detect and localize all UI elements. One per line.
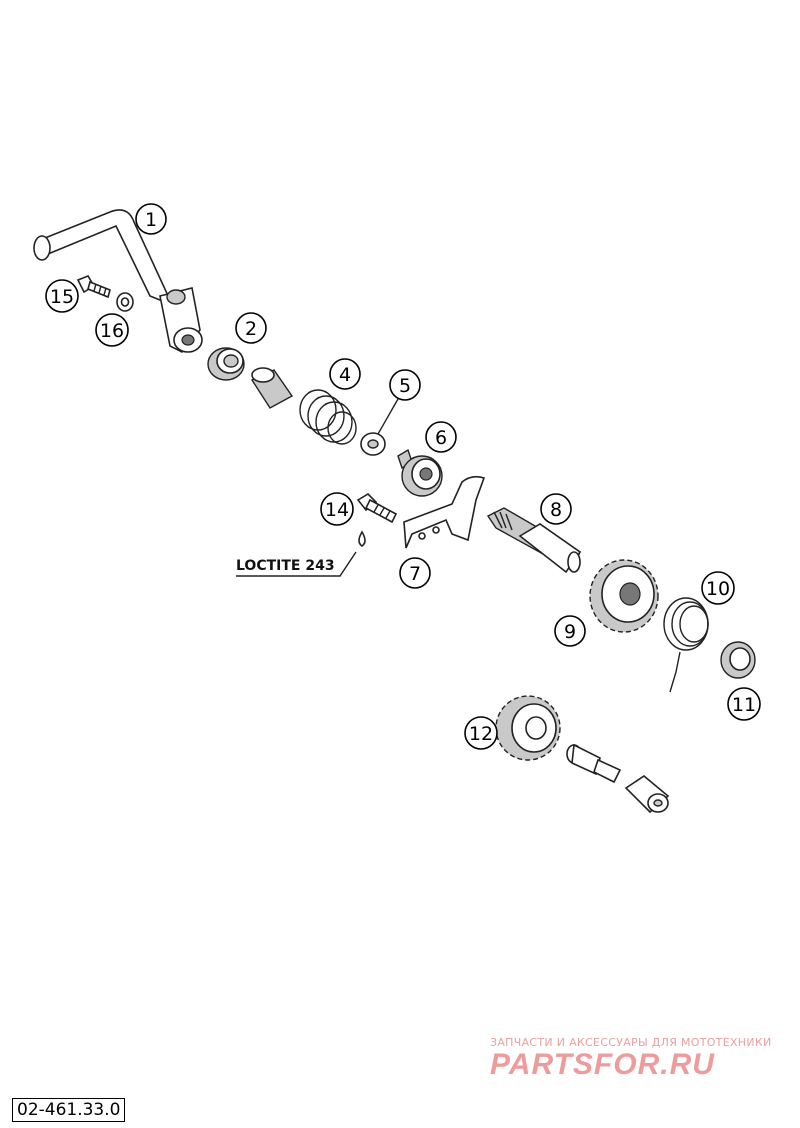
kick-lever-part [33, 209, 203, 354]
lock-washer-part-16 [116, 292, 134, 312]
callout-9-number: 9 [564, 621, 576, 643]
bushing-part [250, 367, 294, 409]
callout-7-number: 7 [409, 563, 421, 585]
callout-2-number: 2 [245, 318, 257, 340]
callout-15: 15 [45, 279, 79, 313]
callout-2: 2 [235, 312, 267, 344]
watermark-brand: PARTSFOR.RU [490, 1048, 715, 1081]
callout-4-number: 4 [339, 364, 351, 386]
callout-12-number: 12 [469, 723, 493, 745]
callout-1-number: 1 [145, 209, 157, 231]
guide-plate-part-7 [403, 475, 486, 549]
loctite-drop [236, 530, 366, 577]
callout-12: 12 [464, 716, 498, 750]
callout-8-number: 8 [550, 499, 562, 521]
drawing-code: 02-461.33.0 [12, 1098, 126, 1122]
idler-gear-part-12 [495, 695, 561, 761]
kick-gear-part-9 [589, 559, 659, 633]
callout-10: 10 [701, 571, 735, 605]
idler-bushing-part [624, 775, 670, 814]
loctite-label: LOCTITE 243 [236, 558, 335, 574]
callout-1: 1 [135, 203, 167, 235]
callout-5: 5 [377, 369, 421, 435]
spring-part-4 [299, 389, 357, 445]
callout-14-number: 14 [325, 499, 349, 521]
callout-14: 14 [320, 492, 354, 526]
kick-shaft-part-8 [486, 507, 582, 574]
callout-4: 4 [329, 358, 361, 390]
washer-part-5 [360, 432, 386, 456]
bolt-part-15 [76, 275, 111, 299]
watermark-tagline: ЗАПЧАСТИ И АКСЕССУАРЫ ДЛЯ МОТОТЕХНИКИ [490, 1036, 772, 1049]
washer-part-11 [720, 641, 756, 679]
callout-16: 16 [95, 313, 129, 347]
callout-11-number: 11 [732, 694, 756, 716]
callout-11: 11 [727, 687, 761, 721]
callout-8: 8 [540, 493, 572, 525]
callout-9: 9 [554, 615, 586, 647]
callout-5-number: 5 [399, 375, 411, 397]
kick-spring-part-10 [663, 597, 709, 693]
callout-7: 7 [399, 557, 431, 589]
ratchet-part-6 [397, 448, 443, 497]
callout-6-number: 6 [435, 427, 447, 449]
screw-part-14 [356, 492, 398, 524]
idler-pin-part [566, 743, 622, 784]
callout-6: 6 [425, 421, 457, 453]
callout-15-number: 15 [50, 286, 74, 308]
callout-16-number: 16 [100, 320, 124, 342]
seal-ring-part-2 [207, 347, 245, 381]
callout-10-number: 10 [706, 578, 730, 600]
